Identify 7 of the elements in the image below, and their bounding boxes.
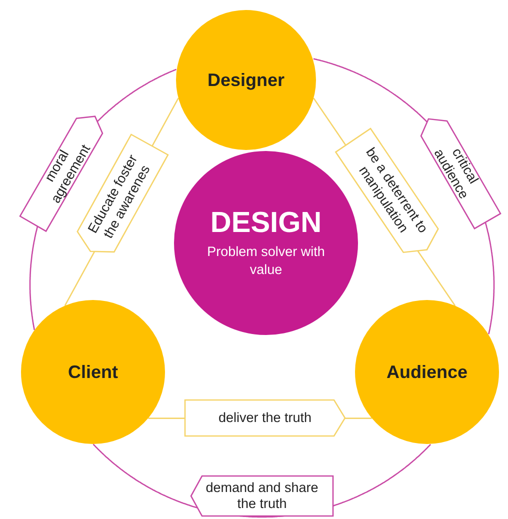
node-label: Audience (386, 362, 468, 382)
subtitle-text: Problem solver with value (206, 243, 326, 278)
title-text: DESIGN (210, 208, 322, 240)
node-label: Designer (207, 70, 285, 90)
node-label: Client (68, 362, 118, 382)
edge-label: demand and share the truth (191, 476, 333, 516)
edge-label: deliver the truth (185, 400, 345, 436)
